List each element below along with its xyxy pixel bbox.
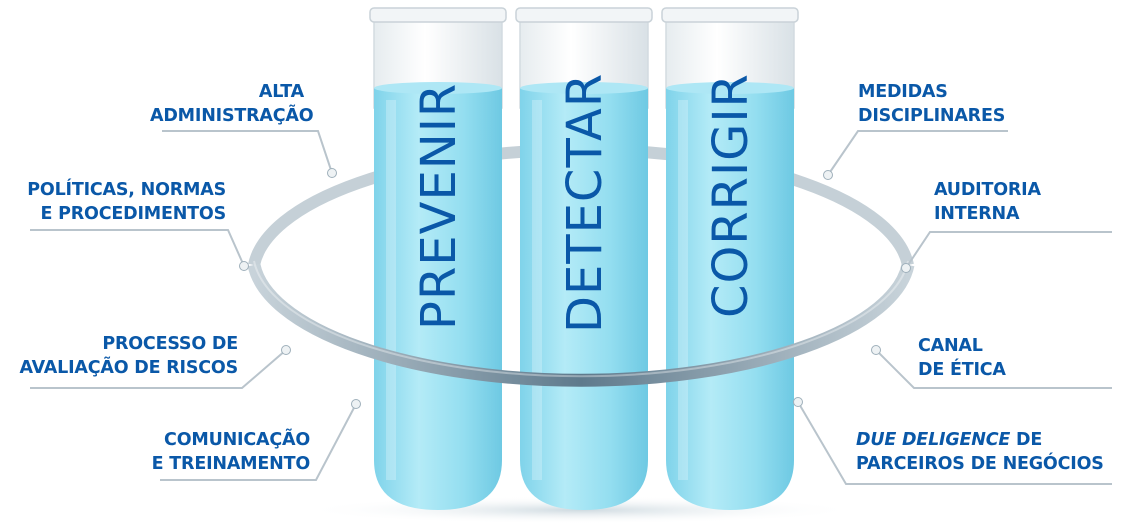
label-line: DE ÉTICA xyxy=(918,360,1006,380)
label-medidas-disciplinares: MEDIDAS DISCIPLINARES xyxy=(858,80,1005,128)
leader-line-alta xyxy=(162,130,333,174)
label-alta-administracao: ALTA ADMINISTRAÇÃO xyxy=(150,80,314,128)
leader-line-processo xyxy=(30,349,287,389)
leader-lines xyxy=(30,130,1112,485)
due-deligence-italic: DUE DELIGENCE xyxy=(856,430,1011,450)
tube-detectar xyxy=(515,7,653,510)
tube-corrigir xyxy=(661,7,799,510)
label-line: DUE DELIGENCE DE xyxy=(856,428,1104,452)
test-tubes xyxy=(369,7,799,510)
ring-dots xyxy=(239,168,911,409)
label-line: E TREINAMENTO xyxy=(151,454,311,474)
label-line: CANAL xyxy=(918,336,983,356)
label-line: ADMINISTRAÇÃO xyxy=(150,106,314,126)
leader-line-canal xyxy=(875,349,1112,389)
leader-line-due xyxy=(797,401,1112,485)
label-line-rest: DE xyxy=(1010,430,1043,450)
label-politicas-normas: POLÍTICAS, NORMAS E PROCEDIMENTOS xyxy=(20,178,226,226)
label-line: COMUNICAÇÃO xyxy=(164,430,310,450)
label-line: POLÍTICAS, NORMAS xyxy=(27,180,226,200)
label-line: AVALIAÇÃO DE RISCOS xyxy=(19,358,238,378)
leader-line-comunicacao xyxy=(160,403,357,481)
ring-front xyxy=(247,263,915,387)
label-line: PARCEIROS DE NEGÓCIOS xyxy=(856,454,1104,474)
tube-word-detectar: DETECTAR xyxy=(557,73,613,333)
tube-word-prevenir: PREVENIR xyxy=(411,83,467,330)
tube-prevenir xyxy=(369,7,507,510)
label-line: DISCIPLINARES xyxy=(858,106,1006,126)
leader-line-auditoria xyxy=(905,231,1112,269)
label-due-deligence: DUE DELIGENCE DE PARCEIROS DE NEGÓCIOS xyxy=(856,428,1104,476)
label-processo-avaliacao: PROCESSO DE AVALIAÇÃO DE RISCOS xyxy=(6,332,238,380)
label-line: PROCESSO DE xyxy=(102,334,238,354)
label-line: INTERNA xyxy=(934,204,1020,224)
label-line: E PROCEDIMENTOS xyxy=(40,204,227,224)
label-comunicacao-treinamento: COMUNICAÇÃO E TREINAMENTO xyxy=(140,428,311,476)
label-line: ALTA xyxy=(258,82,304,102)
tube-word-corrigir: CORRIGIR xyxy=(703,73,759,318)
label-line: AUDITORIA xyxy=(934,180,1041,200)
label-canal-etica: CANAL DE ÉTICA xyxy=(918,334,1006,382)
label-line: MEDIDAS xyxy=(858,82,948,102)
label-auditoria-interna: AUDITORIA INTERNA xyxy=(934,178,1041,226)
leader-line-medidas xyxy=(827,130,1008,176)
leader-line-politicas xyxy=(30,229,245,267)
